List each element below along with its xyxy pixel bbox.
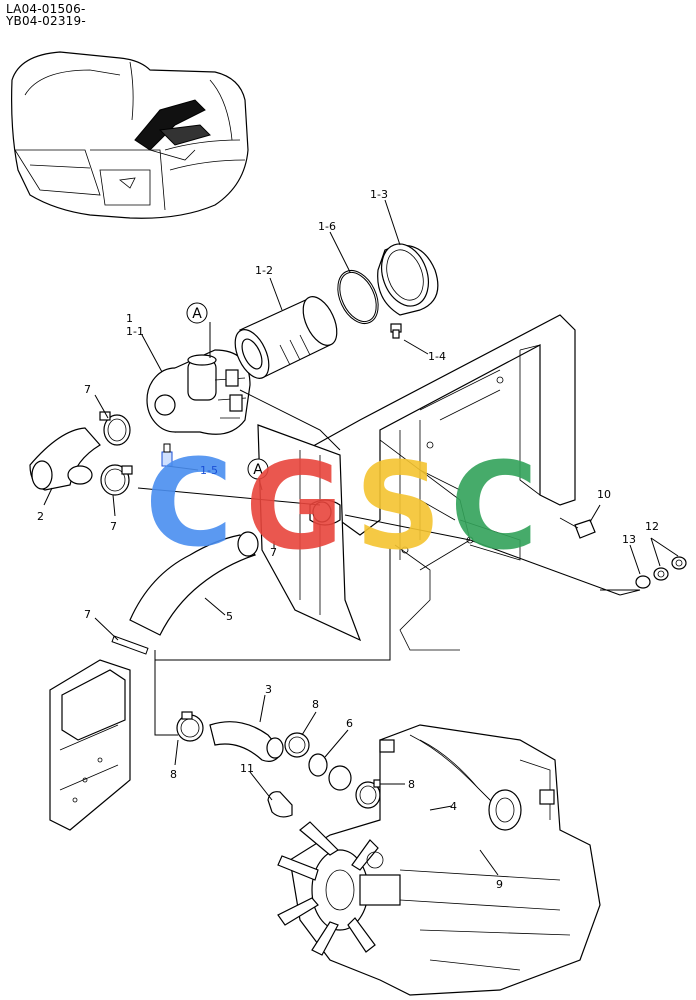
callout-1: 1 [126,312,133,325]
drawing-code-1: LA04-01506- [6,2,86,16]
callout-6: 6 [346,717,353,730]
pipe-6 [308,753,352,791]
reference-marker-a-top: A [186,302,208,324]
watermark-letter-2: G [245,438,344,577]
controller-box [49,659,131,831]
air-cleaner [146,349,251,435]
watermark-letter-3: S [355,438,441,577]
u-bolt-11 [267,791,293,818]
nut-12a [653,567,669,581]
callout-1-3: 1-3 [370,188,388,201]
washer-13 [635,575,651,589]
callout-1-2: 1-2 [255,264,273,277]
callout-8-left: 8 [170,768,177,781]
callout-1-4: 1-4 [428,350,446,363]
callout-3: 3 [265,683,272,696]
hose-2 [29,427,101,491]
callout-8-right: 8 [408,778,415,791]
watermark-letter-1: C [145,435,233,574]
hose-3 [209,721,284,762]
callout-7-top: 7 [84,383,91,396]
bolt-1-4 [390,323,402,339]
leader-lines [43,199,679,876]
callout-2: 2 [37,510,44,523]
callout-13: 13 [622,533,636,546]
bolt-10 [559,517,596,539]
callout-7-right: 7 [270,546,277,559]
o-ring [337,270,379,324]
callout-1-5: 1-5 [200,464,218,477]
callout-labels: 1 1-1 1-2 1-3 1-4 1-5 1-6 2 3 4 5 6 7 7 … [37,188,659,891]
drawing-code-2: YB04-02319- [6,14,86,28]
hose-5 [129,531,259,636]
clamp-8-left [176,711,204,742]
nut-12b [671,556,687,570]
callout-11: 11 [240,762,254,775]
callout-1-1: 1-1 [126,325,144,338]
machine-overview [11,51,249,219]
reference-marker-a-mid: A [247,458,269,480]
cooling-fan [277,821,401,956]
clamp-7-lower [100,464,133,496]
mounting-frame [257,314,576,651]
clamp-band [111,635,149,655]
callout-10: 10 [597,488,611,501]
watermark: C G S C [145,435,538,577]
air-cleaner-cover [377,243,439,316]
marker-a-mid-label: A [253,462,263,478]
callout-9: 9 [496,878,503,891]
clamp-7-upper [99,411,131,446]
callout-7-band: 7 [84,608,91,621]
callout-5: 5 [226,610,233,623]
marker-a-top-label: A [192,306,202,322]
callout-4: 4 [450,800,457,813]
watermark-letter-4: C [450,438,538,577]
air-filter-element [234,296,338,379]
engine [289,724,601,996]
callout-12: 12 [645,520,659,533]
clamp-8-mid [284,732,310,758]
callout-1-6: 1-6 [318,220,336,233]
callout-7-lower: 7 [110,520,117,533]
callout-8-mid: 8 [312,698,319,711]
